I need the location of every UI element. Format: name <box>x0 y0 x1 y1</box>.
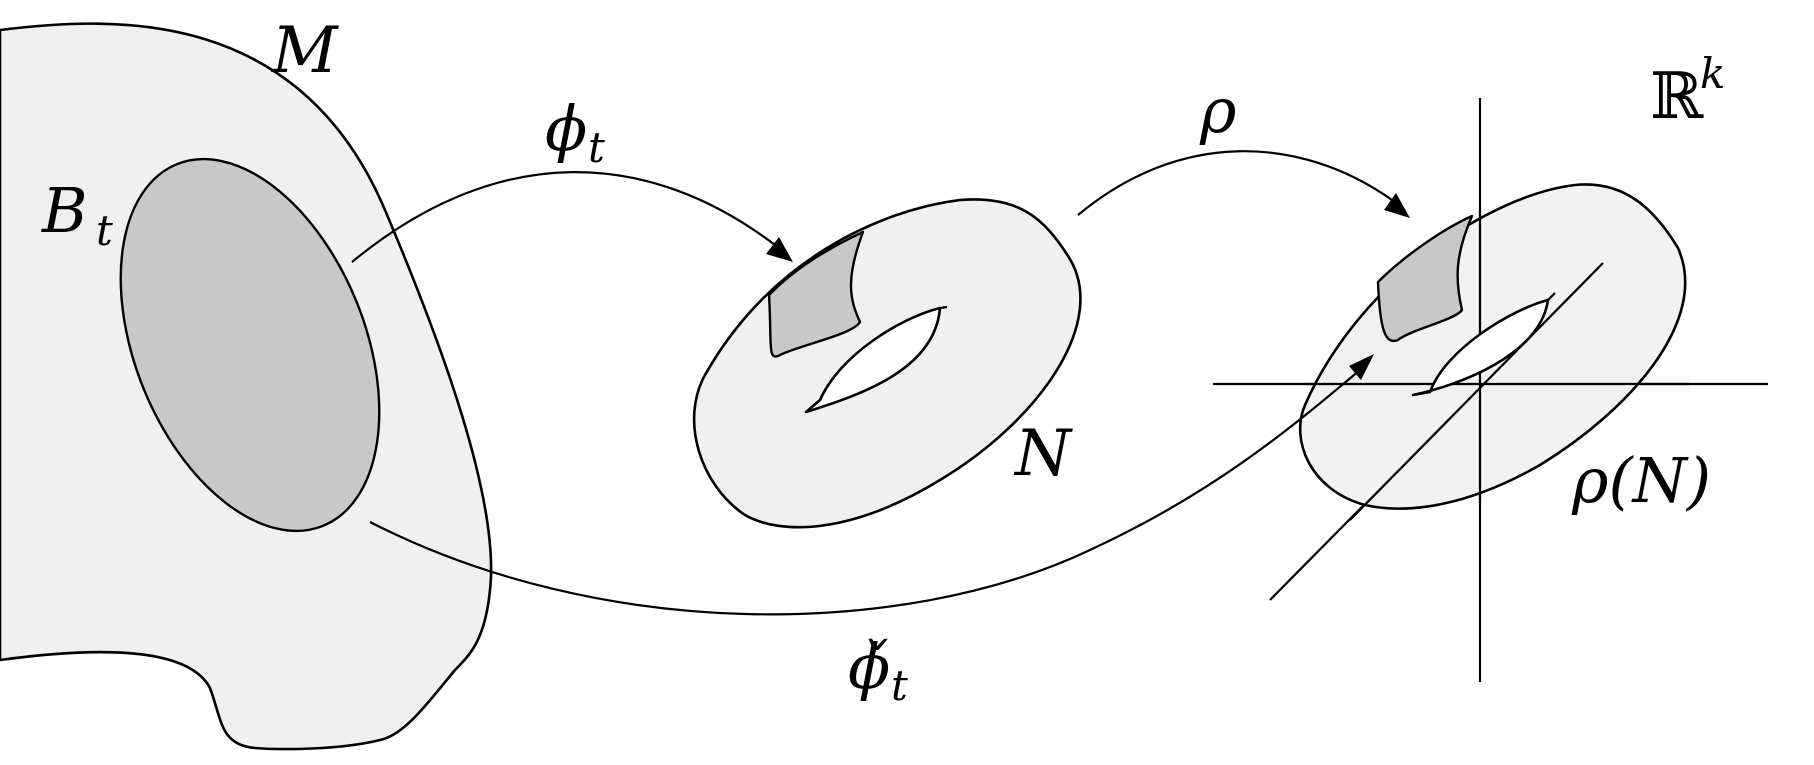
label-rk-exp: k <box>1700 49 1725 98</box>
arrow-phi-t-curve <box>351 171 776 263</box>
arrow-rho <box>1077 150 1410 218</box>
label-phi-t-main: ϕ <box>545 92 587 165</box>
label-n: N <box>1013 417 1073 491</box>
label-bt: B t <box>41 174 113 255</box>
torus-n <box>692 198 1082 529</box>
label-rk: ℝ k <box>1650 49 1725 134</box>
label-m: M <box>271 14 339 88</box>
arrow-phi-check-t-curve <box>369 369 1361 616</box>
arrow-rho-curve <box>1077 150 1393 216</box>
torus-rho-n <box>1298 183 1690 521</box>
manifold-m <box>0 22 493 751</box>
label-phi-check-t: ϕ̌ t <box>848 630 908 710</box>
label-phi-t: ϕ t <box>545 92 605 172</box>
torus-n-hole-rim <box>939 305 948 310</box>
arrow-phi-t <box>351 171 793 263</box>
arrow-phi-t-head <box>766 237 793 262</box>
label-bt-main: B <box>41 174 88 247</box>
label-rk-base: ℝ <box>1650 60 1704 134</box>
label-bt-sub: t <box>96 206 113 255</box>
arrow-rho-head <box>1384 193 1410 218</box>
axis-diagonal-over <box>1349 262 1604 521</box>
label-phi-check-t-main: ϕ̌ <box>848 630 890 703</box>
label-rho: ρ <box>1199 74 1236 147</box>
torus-n-patch <box>767 230 865 358</box>
label-phi-check-t-sub: t <box>891 661 908 710</box>
label-rho-n: ρ(N) <box>1571 444 1711 517</box>
torus-n-hole <box>804 306 942 414</box>
torus-rho-n-hole-rim <box>1547 292 1556 301</box>
torus-rho-n-patch <box>1376 214 1474 343</box>
arrow-phi-check-t <box>369 354 1374 616</box>
arrow-phi-check-t-head <box>1349 354 1374 380</box>
label-phi-t-sub: t <box>588 123 605 172</box>
ball-bt <box>119 157 381 533</box>
